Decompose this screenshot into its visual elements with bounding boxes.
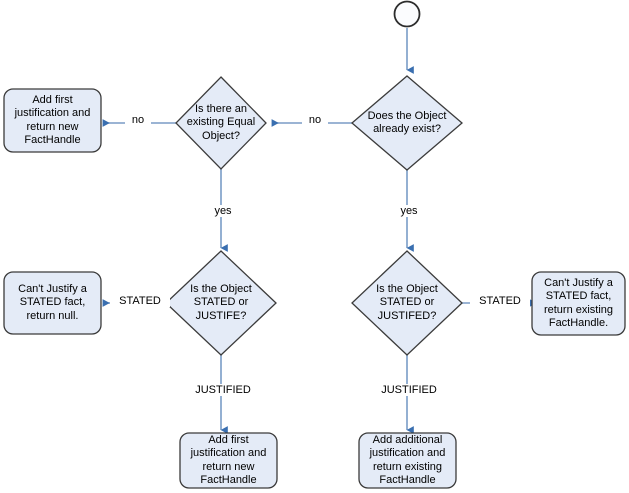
node-does-object-exist[interactable]: [350, 75, 464, 171]
edge-label-equal-no: no: [125, 114, 151, 126]
node-add-additional-justification-existing-facthandle[interactable]: [358, 432, 457, 489]
node-cant-justify-return-null[interactable]: [3, 271, 102, 335]
edge-label-justife-justified: JUSTIFIED: [190, 384, 256, 396]
node-add-first-justification-new-facthandle-bottom[interactable]: [179, 432, 278, 489]
edge-label-justifed-stated: STATED: [470, 295, 530, 307]
node-start-circle[interactable]: [393, 0, 421, 28]
edge-label-justife-stated: STATED: [110, 295, 170, 307]
node-add-first-justification-new-facthandle-top[interactable]: [3, 88, 102, 153]
edge-label-justifed-justified: JUSTIFIED: [376, 384, 442, 396]
node-stated-or-justife[interactable]: [165, 250, 277, 356]
node-stated-or-justifed[interactable]: [351, 250, 463, 356]
edge-label-exist-no: no: [302, 114, 328, 126]
edge-label-exist-yes: yes: [395, 205, 423, 217]
node-cant-justify-return-existing[interactable]: [531, 271, 626, 336]
node-existing-equal-object[interactable]: [175, 76, 267, 170]
edge-label-equal-yes: yes: [209, 205, 237, 217]
